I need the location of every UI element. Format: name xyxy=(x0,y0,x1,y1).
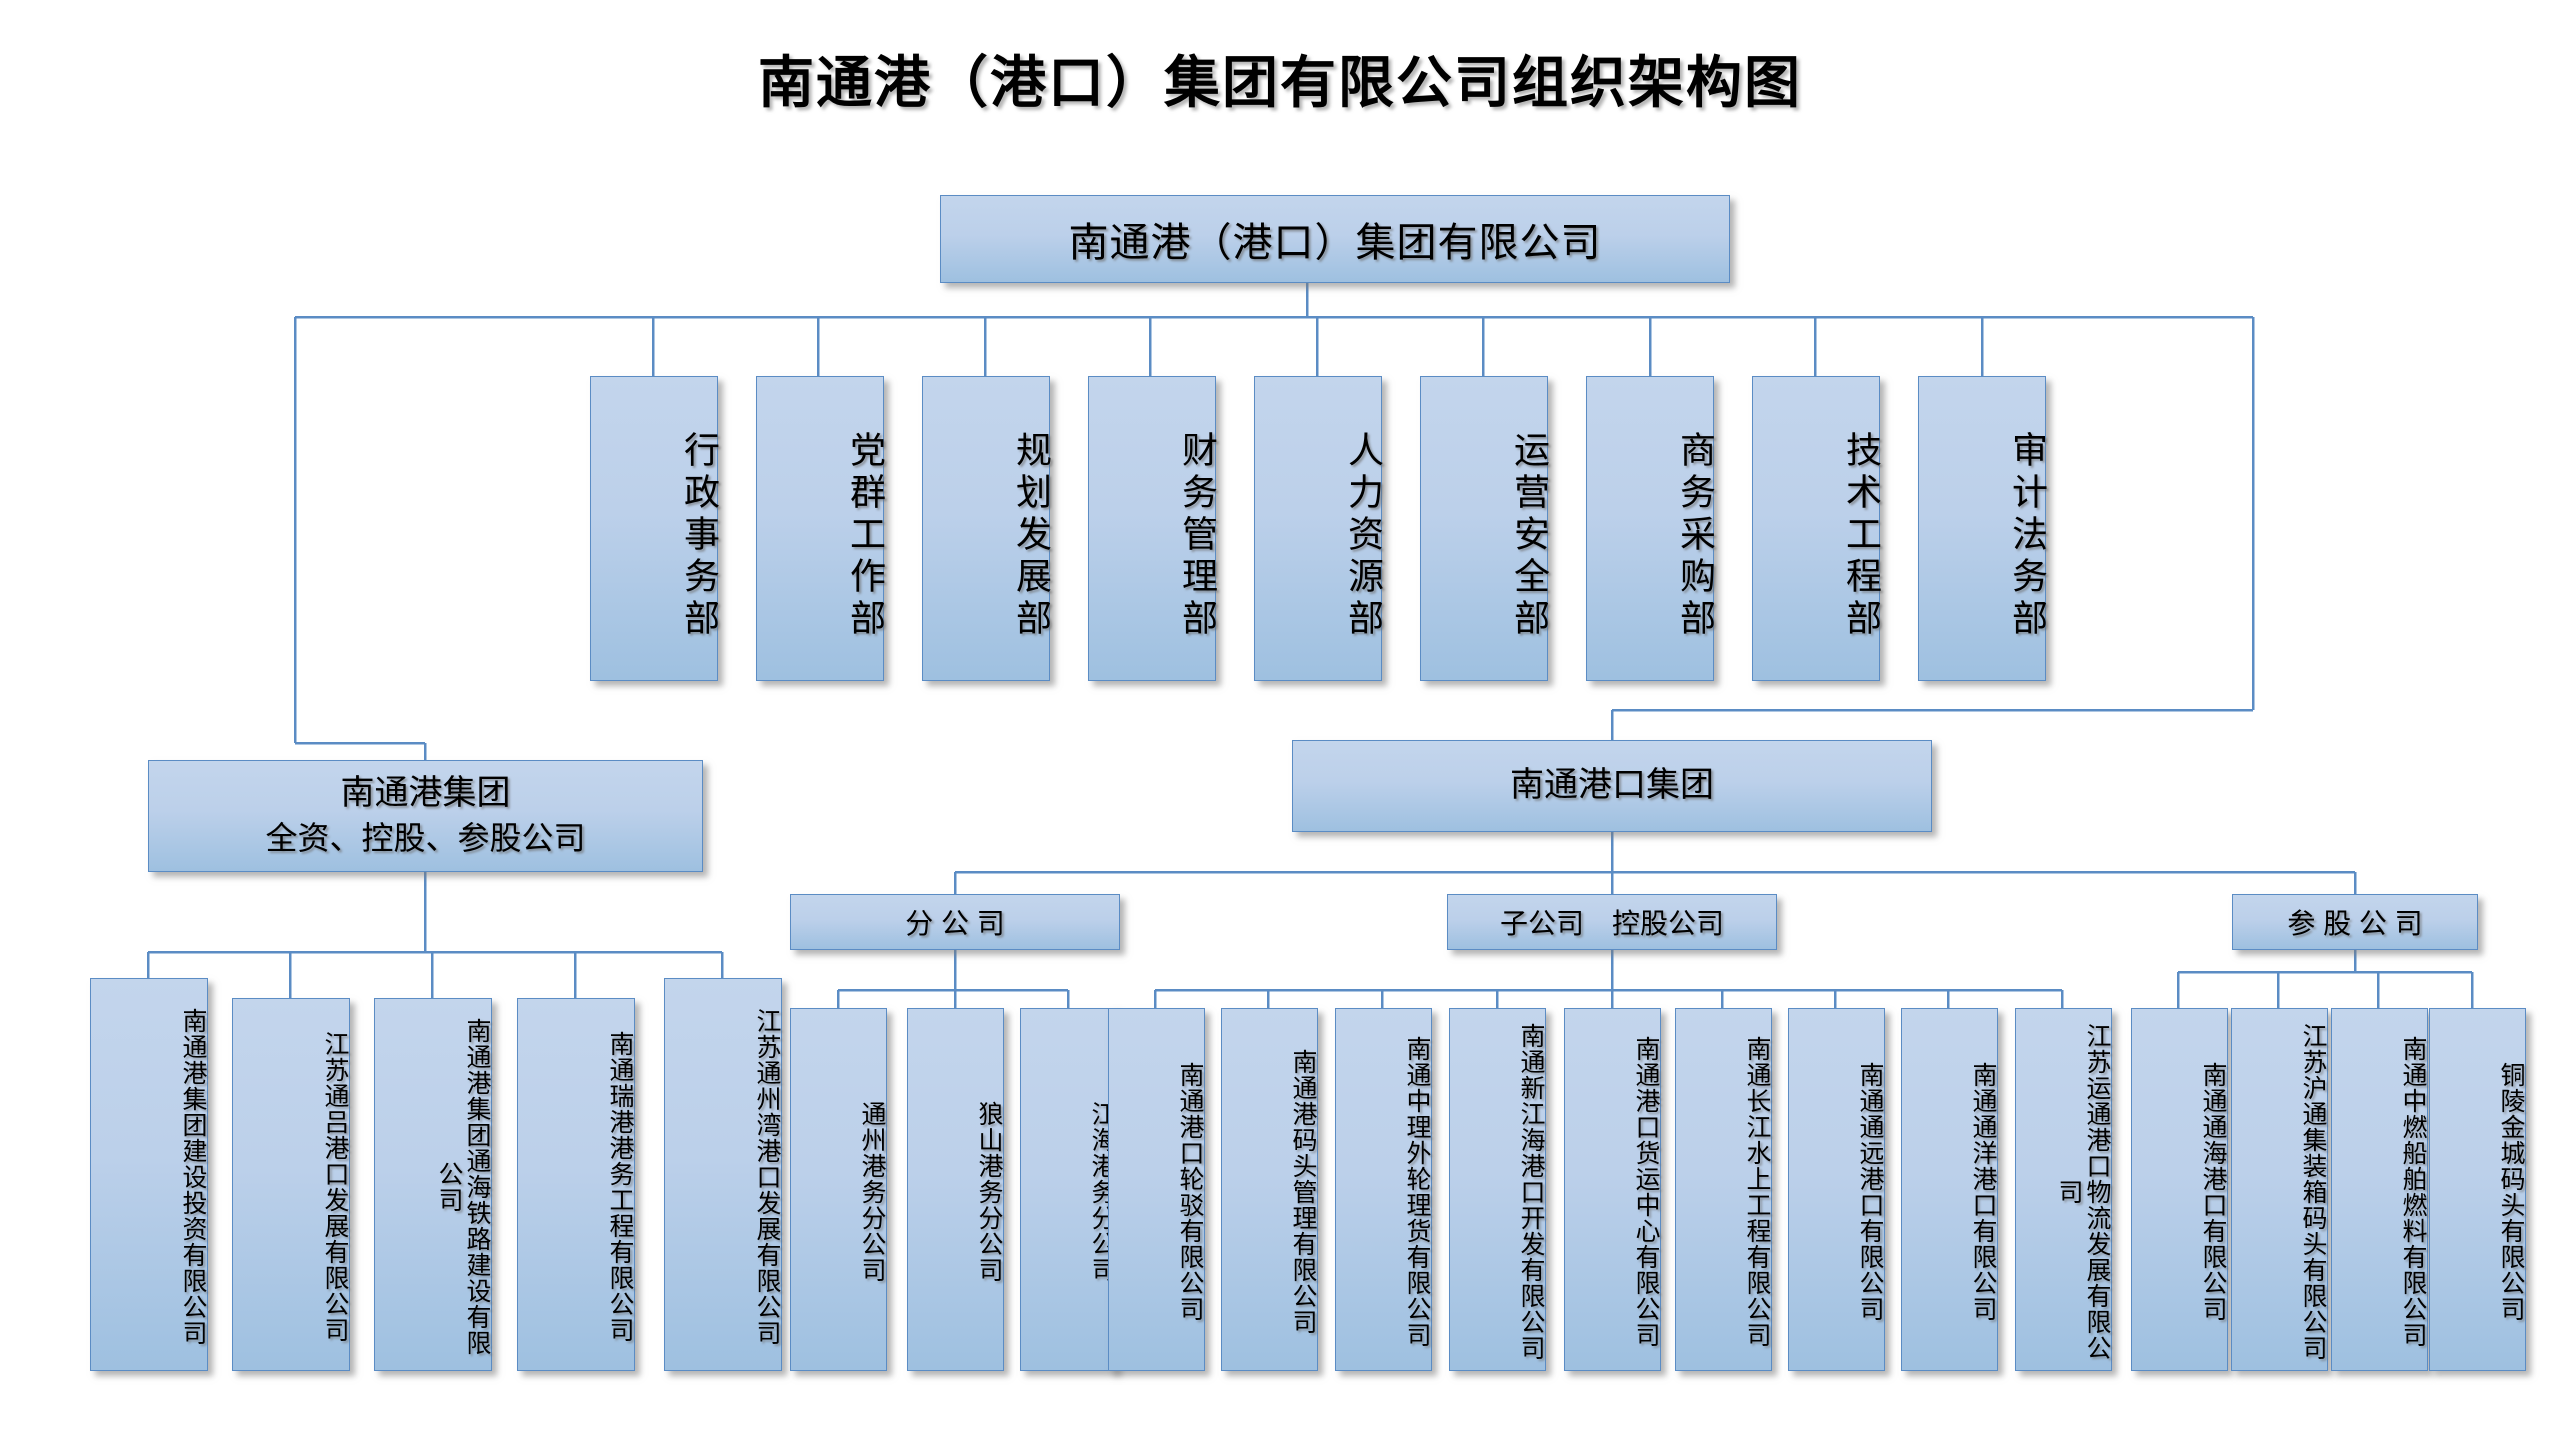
department-label: 技术工程部 xyxy=(1841,430,1882,641)
leaf-label: 南通港口货运中心有限公司 xyxy=(1632,1035,1660,1348)
leaf-box-sub-9[interactable]: 江苏运通港口物流发展有限公司 xyxy=(2015,1008,2112,1371)
leaf-label: 南通通远港口有限公司 xyxy=(1856,1061,1884,1322)
leaf-box-branch-3[interactable]: 江海港务分公司 xyxy=(1020,1008,1117,1371)
root-node[interactable]: 南通港（港口）集团有限公司 xyxy=(940,195,1730,283)
leaf-box-sub-6[interactable]: 南通长江水上工程有限公司 xyxy=(1675,1008,1772,1371)
leaf-label: 江苏沪通集装箱码头有限公司 xyxy=(2299,1022,2327,1361)
leaf-label: 江苏通州湾港口发展有限公司 xyxy=(753,1007,781,1346)
group-label-line1: 南通港口集团 xyxy=(1510,766,1714,805)
department-label: 商务采购部 xyxy=(1675,430,1716,641)
category-label: 子公司 控股公司 xyxy=(1499,908,1724,939)
leaf-box-sub-8[interactable]: 南通通洋港口有限公司 xyxy=(1901,1008,1998,1371)
leaf-box-sub-7[interactable]: 南通通远港口有限公司 xyxy=(1788,1008,1885,1371)
leaf-label: 江苏通吕港口发展有限公司 xyxy=(321,1030,349,1343)
leaf-box-branch-2[interactable]: 狼山港务分公司 xyxy=(907,1008,1004,1371)
leaf-label: 南通港码头管理有限公司 xyxy=(1289,1048,1317,1335)
leaf-box-sub-3[interactable]: 南通中理外轮理货有限公司 xyxy=(1335,1008,1432,1371)
department-label: 行政事务部 xyxy=(679,430,720,641)
leaf-label: 南通新江海港口开发有限公司 xyxy=(1517,1022,1545,1361)
leaf-box-sub-2[interactable]: 南通港码头管理有限公司 xyxy=(1221,1008,1318,1371)
leaf-label: 南通港集团通海铁路建设有限公司 xyxy=(435,1017,491,1356)
department-box-shangwu[interactable]: 商务采购部 xyxy=(1586,376,1716,681)
department-box-xingzheng[interactable]: 行政事务部 xyxy=(590,376,720,681)
page-title: 南通港（港口）集团有限公司组织架构图 xyxy=(758,51,1802,114)
leaf-label: 南通长江水上工程有限公司 xyxy=(1743,1035,1771,1348)
leaf-box-left-5[interactable]: 江苏通州湾港口发展有限公司 xyxy=(664,978,782,1371)
department-box-shenji[interactable]: 审计法务部 xyxy=(1918,376,2048,681)
department-label: 财务管理部 xyxy=(1177,430,1218,641)
leaf-label: 通州港务分公司 xyxy=(858,1100,886,1283)
leaf-box-sub-5[interactable]: 南通港口货运中心有限公司 xyxy=(1564,1008,1661,1371)
leaf-box-left-3[interactable]: 南通港集团通海铁路建设有限公司 xyxy=(374,998,492,1371)
leaf-label: 江苏运通港口物流发展有限公司 xyxy=(2055,1022,2111,1361)
group-label-line1: 南通港集团 xyxy=(340,774,511,813)
leaf-label: 南通中理外轮理货有限公司 xyxy=(1403,1035,1431,1348)
department-label: 规划发展部 xyxy=(1011,430,1052,641)
leaf-label: 南通通洋港口有限公司 xyxy=(1969,1061,1997,1322)
leaf-box-equity-4[interactable]: 铜陵金城码头有限公司 xyxy=(2429,1008,2526,1371)
leaf-label: 南通港集团建设投资有限公司 xyxy=(179,1007,207,1346)
category-box-cangu[interactable]: 参 股 公 司 xyxy=(2232,894,2478,950)
department-box-dangqun[interactable]: 党群工作部 xyxy=(756,376,886,681)
leaf-box-sub-1[interactable]: 南通港口轮驳有限公司 xyxy=(1108,1008,1205,1371)
department-box-caiwu[interactable]: 财务管理部 xyxy=(1088,376,1218,681)
group-label-line2: 全资、控股、参股公司 xyxy=(265,820,586,857)
category-box-fengongsi[interactable]: 分 公 司 xyxy=(790,894,1120,950)
leaf-box-left-2[interactable]: 江苏通吕港口发展有限公司 xyxy=(232,998,350,1371)
leaf-label: 南通港口轮驳有限公司 xyxy=(1176,1061,1204,1322)
leaf-box-equity-3[interactable]: 南通中燃船舶燃料有限公司 xyxy=(2331,1008,2428,1371)
leaf-box-equity-1[interactable]: 南通通海港口有限公司 xyxy=(2131,1008,2228,1371)
leaf-box-branch-1[interactable]: 通州港务分公司 xyxy=(790,1008,887,1371)
leaf-box-equity-2[interactable]: 江苏沪通集装箱码头有限公司 xyxy=(2231,1008,2328,1371)
category-label: 参 股 公 司 xyxy=(2287,908,2423,939)
leaf-label: 南通通海港口有限公司 xyxy=(2199,1061,2227,1322)
group-box-nantonggangkou-jituan[interactable]: 南通港口集团 xyxy=(1292,740,1932,832)
leaf-label: 铜陵金城码头有限公司 xyxy=(2497,1061,2525,1322)
category-box-zigongsi-konggu[interactable]: 子公司 控股公司 xyxy=(1447,894,1777,950)
department-box-renli[interactable]: 人力资源部 xyxy=(1254,376,1384,681)
category-label: 分 公 司 xyxy=(905,908,1005,939)
department-box-guihua[interactable]: 规划发展部 xyxy=(922,376,1052,681)
leaf-label: 南通中燃船舶燃料有限公司 xyxy=(2399,1035,2427,1348)
department-label: 审计法务部 xyxy=(2007,430,2048,641)
leaf-label: 南通瑞港港务工程有限公司 xyxy=(606,1030,634,1343)
group-box-nantonggang-jituan[interactable]: 南通港集团 全资、控股、参股公司 xyxy=(148,760,703,872)
department-box-yunying[interactable]: 运营安全部 xyxy=(1420,376,1550,681)
leaf-label: 狼山港务分公司 xyxy=(975,1100,1003,1283)
department-box-jishu[interactable]: 技术工程部 xyxy=(1752,376,1882,681)
department-label: 人力资源部 xyxy=(1343,430,1384,641)
leaf-box-left-4[interactable]: 南通瑞港港务工程有限公司 xyxy=(517,998,635,1371)
department-label: 党群工作部 xyxy=(845,430,886,641)
leaf-box-left-1[interactable]: 南通港集团建设投资有限公司 xyxy=(90,978,208,1371)
leaf-box-sub-4[interactable]: 南通新江海港口开发有限公司 xyxy=(1449,1008,1546,1371)
department-label: 运营安全部 xyxy=(1509,430,1550,641)
root-node-label: 南通港（港口）集团有限公司 xyxy=(1068,221,1602,265)
